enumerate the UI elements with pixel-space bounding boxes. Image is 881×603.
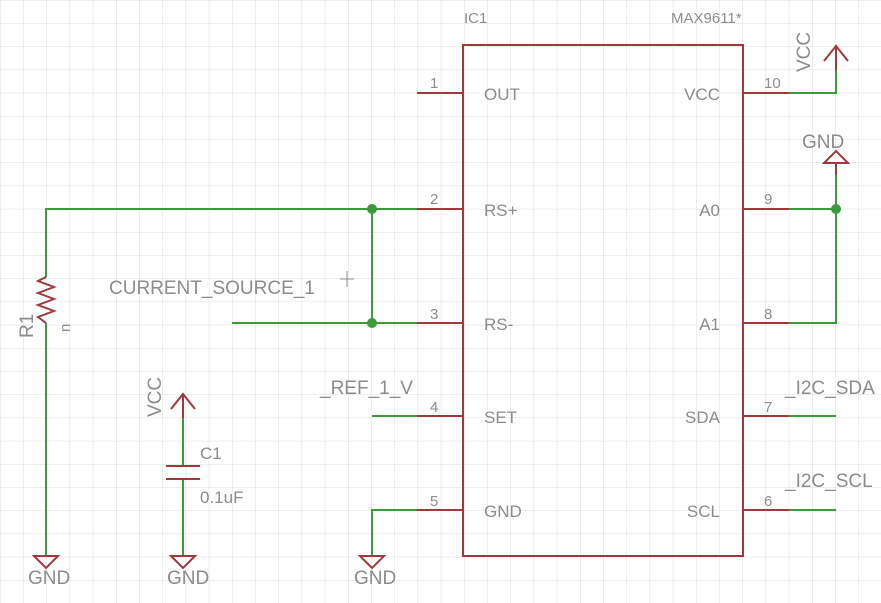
- wire-vcc-top[interactable]: [789, 70, 837, 94]
- junction-rs-plus: [367, 204, 377, 214]
- pin-6-number: 6: [764, 493, 772, 510]
- wire-a1-gnd[interactable]: [789, 163, 837, 324]
- pin-6-name: SCL: [687, 502, 720, 521]
- vcc-cap-label: VCC: [145, 377, 166, 417]
- ic1-body: [462, 44, 744, 557]
- pin-2-name: RS+: [484, 201, 518, 220]
- pin-3-name: RS-: [484, 315, 513, 334]
- pin-7-number: 7: [764, 399, 772, 416]
- gnd-ic-symbol[interactable]: GND: [354, 555, 396, 589]
- pin-4-name: SET: [484, 408, 517, 427]
- r1-ref-label: R1: [17, 314, 38, 338]
- pin-4-number: 4: [430, 399, 438, 416]
- c1-value-label: 0.1uF: [200, 488, 243, 507]
- gnd-ic-label: GND: [354, 568, 396, 589]
- gnd-r1-symbol[interactable]: GND: [28, 555, 70, 589]
- gnd-right-label: GND: [802, 132, 844, 153]
- pin-3-number: 3: [430, 306, 438, 323]
- pin-9-number: 9: [764, 191, 772, 208]
- wire-ic-gnd[interactable]: [371, 509, 417, 556]
- ic1-ref-label: IC1: [464, 10, 487, 27]
- c1-ref-label: C1: [200, 444, 222, 463]
- net-label-current-source[interactable]: CURRENT_SOURCE_1: [109, 278, 315, 299]
- gnd-r1-triangle-icon: [31, 555, 61, 570]
- c1-capacitor[interactable]: C1 0.1uF: [166, 444, 243, 507]
- pin-7-name: SDA: [685, 408, 721, 427]
- net-label-ref[interactable]: _REF_1_V: [319, 378, 413, 399]
- pin-5-name: GND: [484, 502, 522, 521]
- vcc-top-symbol[interactable]: VCC: [794, 32, 849, 72]
- pin-9-name: A0: [699, 201, 720, 220]
- pin-10-number: 10: [764, 75, 781, 92]
- ic1-symbol[interactable]: IC1 MAX9611* 1 OUT 2 RS+ 3 RS- 4 SET 5 G…: [417, 10, 789, 557]
- vcc-top-label: VCC: [794, 32, 815, 72]
- pin-1-name: OUT: [484, 85, 520, 104]
- gnd-c1-label: GND: [167, 568, 209, 589]
- gnd-c1-triangle-icon: [168, 555, 198, 570]
- gnd-right-arrow-icon: [821, 149, 851, 164]
- r1-value-label: n: [57, 324, 74, 332]
- wire-rs-plus[interactable]: [45, 208, 417, 277]
- pin-10-name: VCC: [684, 85, 720, 104]
- gnd-c1-symbol[interactable]: GND: [167, 555, 209, 589]
- r1-zigzag: [35, 276, 57, 324]
- net-label-scl[interactable]: _I2C_SCL: [784, 471, 873, 492]
- gnd-ic-triangle-icon: [357, 555, 387, 570]
- wires: [45, 70, 837, 556]
- gnd-r1-label: GND: [28, 568, 70, 589]
- pin-8-number: 8: [764, 306, 772, 323]
- vcc-cap-symbol[interactable]: VCC: [145, 377, 196, 418]
- pin-8-name: A1: [699, 315, 720, 334]
- ic1-part-label: MAX9611*: [671, 10, 742, 27]
- gnd-right-symbol[interactable]: GND: [802, 132, 851, 175]
- junction-a0: [831, 204, 841, 214]
- r1-resistor[interactable]: R1 n: [17, 276, 74, 338]
- net-label-sda[interactable]: _I2C_SDA: [784, 378, 875, 399]
- junction-rs-minus: [367, 318, 377, 328]
- pin-1-number: 1: [430, 75, 438, 92]
- vcc-cap-arrow-icon: [170, 392, 196, 410]
- pin-5-number: 5: [430, 493, 438, 510]
- vcc-top-arrow-icon: [823, 44, 849, 62]
- pin-2-number: 2: [430, 191, 438, 208]
